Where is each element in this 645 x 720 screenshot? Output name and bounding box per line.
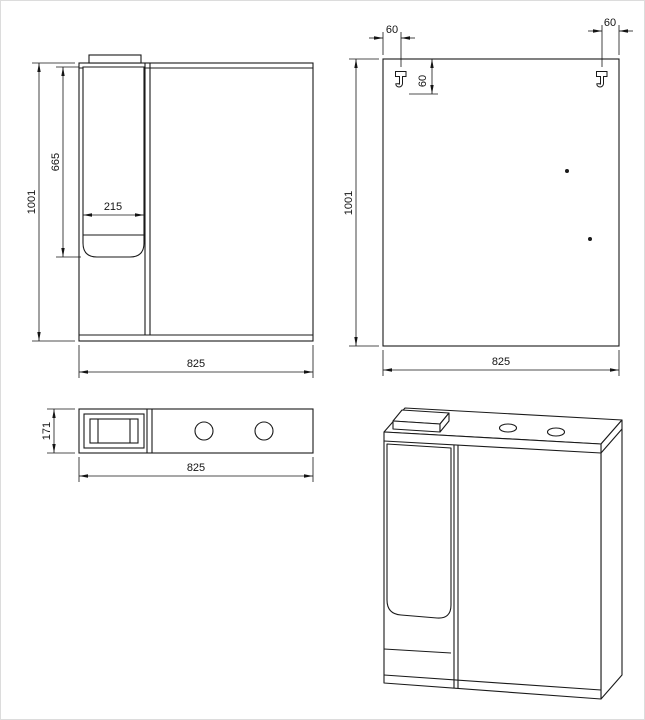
spotlight-hole	[546, 427, 566, 437]
front-height-label: 1001	[26, 190, 38, 214]
cabinet-right-face	[600, 419, 623, 700]
cabinet-door-3d	[386, 443, 452, 619]
back-height-label: 1001	[343, 191, 355, 215]
back-view-dimensions	[349, 25, 633, 376]
front-door-width-label: 215	[104, 201, 122, 213]
back-view	[382, 58, 620, 347]
perspective-view	[383, 407, 623, 700]
light-box-side	[439, 412, 450, 433]
bottom-panel-line	[383, 674, 602, 691]
back-left-offset-label: 60	[386, 24, 398, 36]
top-depth-label: 171	[41, 422, 53, 440]
mounting-hole-dot	[588, 237, 592, 241]
hanger-bracket-icon	[596, 71, 608, 88]
back-width-label: 825	[492, 356, 510, 368]
hanger-bracket-icon	[395, 71, 407, 88]
cabinet-top-outline	[78, 408, 314, 454]
top-light-tab	[88, 54, 142, 64]
spotlight-hole	[498, 423, 518, 433]
top-view	[78, 408, 314, 454]
back-right-offset-label: 60	[604, 17, 616, 29]
top-view-dimensions	[47, 408, 314, 482]
light-fixture-housing	[83, 413, 145, 449]
cabinet-back-outline	[382, 58, 620, 347]
cornice-line-side	[600, 428, 623, 454]
light-fixture-inner	[89, 418, 139, 444]
front-view-dimensions	[32, 62, 314, 378]
front-view	[78, 54, 314, 342]
top-width-label: 825	[187, 462, 205, 474]
cornice-line	[383, 440, 602, 454]
spotlight-hole	[254, 421, 274, 441]
front-width-label: 825	[187, 358, 205, 370]
back-hanger-drop-label: 60	[417, 75, 429, 87]
mounting-hole-dot	[565, 169, 569, 173]
front-door-height-label: 665	[50, 153, 62, 171]
cabinet-door-front	[82, 66, 145, 258]
shelf-line	[383, 648, 452, 654]
spotlight-hole	[194, 421, 214, 441]
